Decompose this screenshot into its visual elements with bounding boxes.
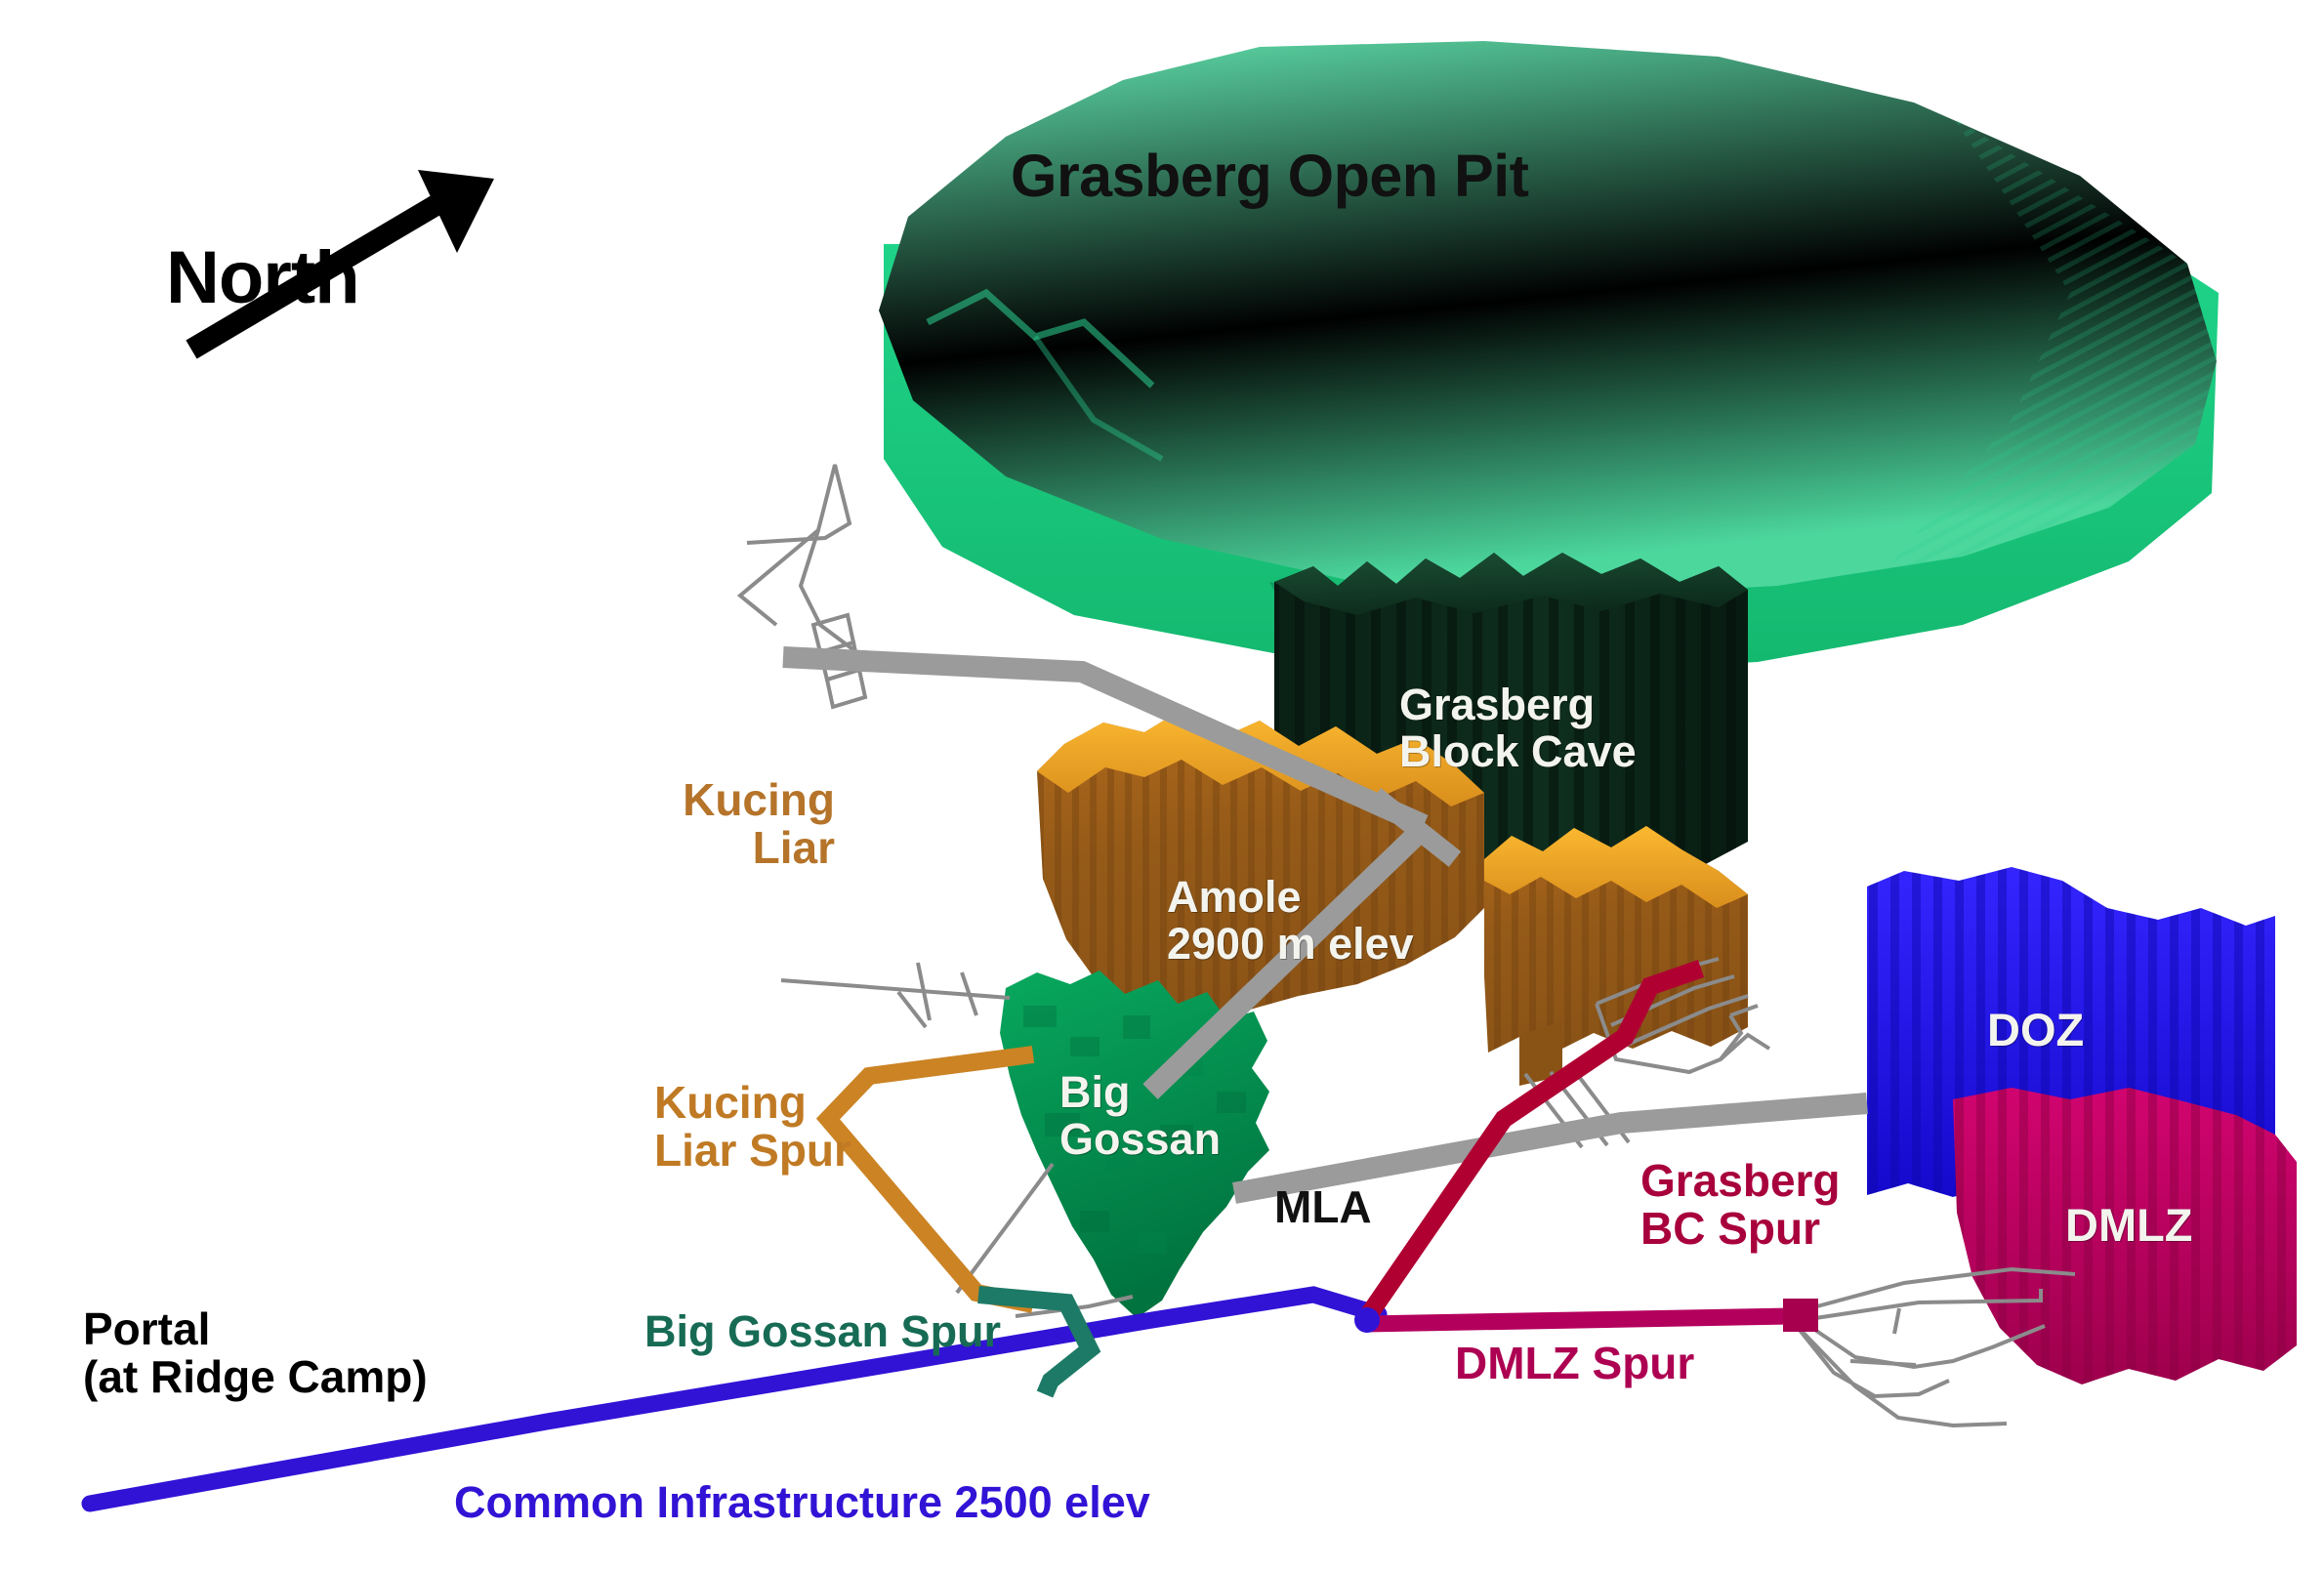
tunnel-label-grasberg-bc-spur: Grasberg BC Spur <box>1640 1155 1841 1254</box>
tunnel-common-infrastructure[interactable] <box>81 1286 1388 1512</box>
orebody-label-grasberg-open-pit: Grasberg Open Pit <box>1011 143 1529 209</box>
pit-crease-left <box>926 288 1155 389</box>
dmlz-spur-terminus <box>1783 1299 1818 1332</box>
amole-right-crest <box>1484 826 1748 908</box>
development-drift-schematics <box>736 464 2076 1428</box>
spur-junction-node <box>1354 1307 1380 1333</box>
orebody-grasberg-open-pit[interactable] <box>879 41 2219 674</box>
pit-bench-striations <box>1885 117 2217 571</box>
dmlz-ribs <box>1953 1088 2297 1384</box>
orebody-label-doz: DOZ <box>1987 1004 2085 1055</box>
tunnel-label-common-infrastructure: Common Infrastructure 2500 elev <box>454 1477 1150 1527</box>
north-label: North <box>166 236 360 319</box>
orebody-dmlz[interactable] <box>1953 1088 2297 1384</box>
orebody-label-big-gossan: Big Gossan <box>1059 1067 1222 1164</box>
orebody-label-amole: Amole 2900 m elev <box>1167 872 1414 969</box>
tunnel-label-big-gossan-spur: Big Gossan Spur <box>644 1306 1002 1356</box>
pit-rim-surface <box>879 41 2217 598</box>
north-arrow-icon <box>186 170 494 359</box>
tunnel-dmlz-spur[interactable] <box>1364 1299 1818 1333</box>
block-cave-crest <box>1274 553 1748 615</box>
annotation-kucing-liar: Kucing Liar <box>683 774 835 873</box>
tunnel-label-dmlz-spur: DMLZ Spur <box>1455 1338 1695 1388</box>
tunnel-label-kucing-liar-spur: Kucing Liar Spur <box>654 1077 851 1176</box>
portal-label: Portal (at Ridge Camp) <box>83 1303 428 1402</box>
tunnel-kucing-liar-spur[interactable] <box>815 1046 1035 1313</box>
orebody-label-dmlz: DMLZ <box>2065 1199 2193 1251</box>
tunnel-grasberg-bc-spur[interactable] <box>1357 960 1705 1326</box>
tunnel-label-mla: MLA <box>1274 1181 1372 1232</box>
amole-foot-step <box>1519 1021 1562 1086</box>
big-gossan-body <box>1000 971 1269 1318</box>
tunnel-big-gossan-spur[interactable] <box>977 1286 1101 1398</box>
mla-haulage-tunnel[interactable] <box>782 646 1868 1204</box>
orebody-label-grasberg-block-cave: Grasberg Block Cave <box>1399 680 1637 776</box>
pit-crease-left2 <box>1032 335 1164 462</box>
